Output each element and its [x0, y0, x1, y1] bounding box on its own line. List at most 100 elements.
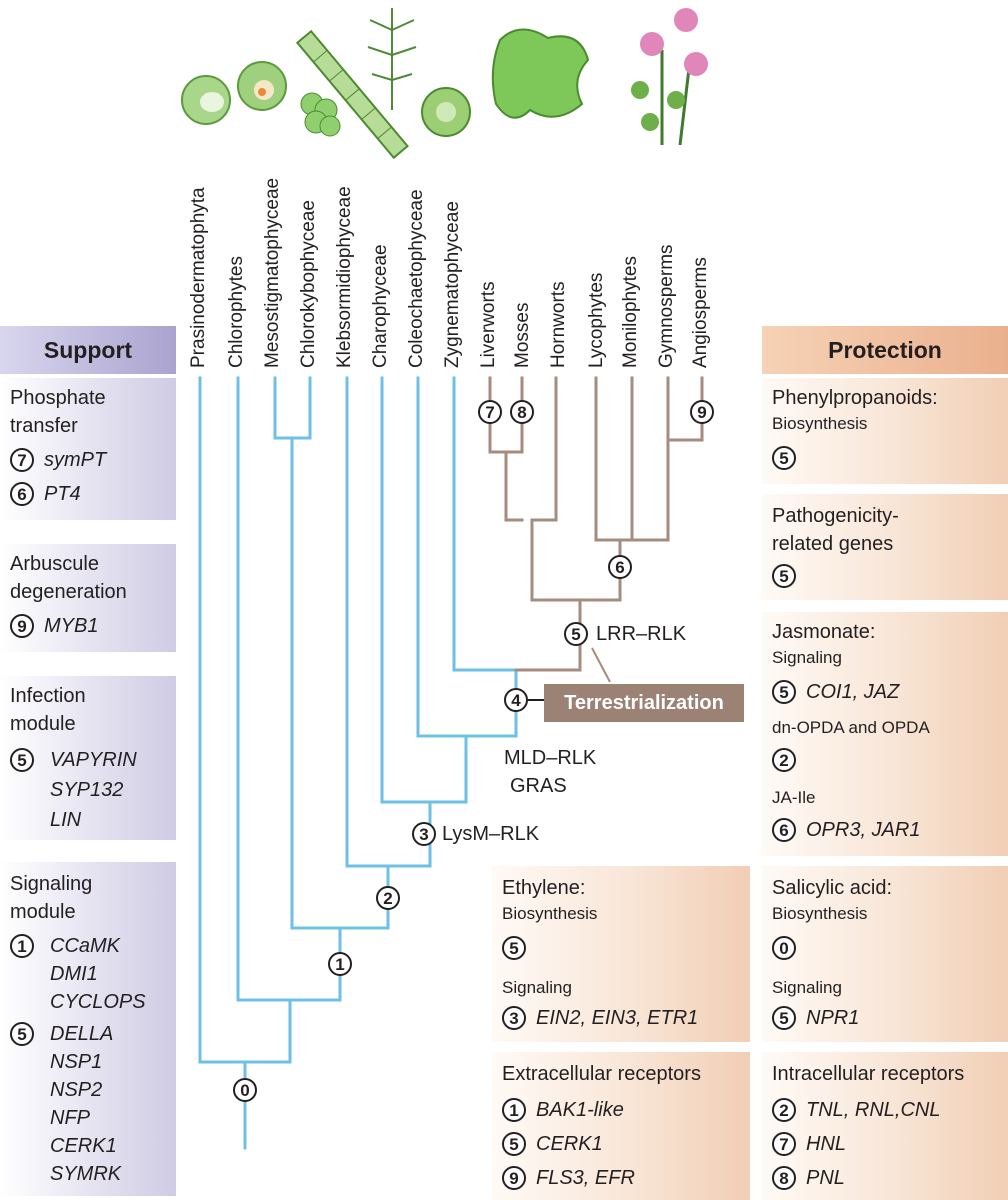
jasmonate-sub-2: dn-OPDA and OPDA [772, 718, 930, 737]
jasmonate-sub-1: Signaling [772, 648, 842, 667]
arbuscule-gene-1: MYB1 [44, 615, 99, 637]
chlorophytes-branch [236, 376, 342, 1002]
taxon-mosses: Mosses [512, 302, 533, 368]
mesostigma-chlorokybus-branch [273, 376, 390, 930]
node-4-label-2: GRAS [510, 775, 567, 797]
phenyl-num-1: 5 [772, 446, 796, 470]
signaling-num-1: 1 [10, 934, 34, 958]
intracellular-num-3: 8 [772, 1166, 796, 1190]
salicylic-num-2: 5 [772, 1006, 796, 1030]
phosphate-num-2: 6 [10, 482, 34, 506]
infection-gene: SYP132 [50, 779, 124, 801]
jasmonate-sub-3: JA-Ile [772, 788, 816, 807]
ethylene-title: Ethylene: [502, 877, 586, 899]
ethylene-num-2: 3 [502, 1006, 526, 1030]
intracellular-title: Intracellular receptors [772, 1063, 965, 1085]
taxon-prasinodermatophyta: Prasinodermatophyta [188, 187, 209, 368]
signaling-gene: SYMRK [50, 1163, 122, 1185]
coleochaete-branch [416, 376, 518, 738]
phosphate-gene-2: PT4 [44, 483, 81, 505]
phosphate-transfer-panel: Phosphate transfer 7 symPT 6 PT4 [0, 378, 176, 520]
ethylene-sub-1: Biosynthesis [502, 904, 598, 923]
pathogen-title-1: Pathogenicity- [772, 505, 899, 527]
terrestrialization-arrow [591, 647, 611, 683]
infection-num-1: 5 [10, 748, 34, 772]
taxon-chlorophytes: Chlorophytes [226, 256, 247, 368]
klebsormidium-branch [345, 376, 432, 868]
extracellular-num-1: 1 [502, 1098, 526, 1122]
taxon-liverworts: Liverworts [478, 281, 499, 368]
liverworts-node: 7 [478, 400, 502, 424]
taxon-chlorokybophyceae: Chlorokybophyceae [298, 200, 319, 368]
extracellular-receptors-panel: Extracellular receptors 1 BAK1-like 5 CE… [492, 1052, 750, 1200]
taxon-mesostigmatophyceae: Mesostigmatophyceae [262, 177, 283, 368]
chlorokybus-cluster-icon [300, 92, 341, 137]
node-3: 3 [412, 822, 436, 846]
taxon-charophyceae: Charophyceae [370, 244, 391, 368]
node-2: 2 [376, 886, 400, 910]
intracellular-gene-1: TNL, RNL,CNL [806, 1099, 941, 1121]
jasmonate-num-1: 5 [772, 680, 796, 704]
signaling-gene: DELLA [50, 1023, 114, 1045]
phenylpropanoids-panel: Phenylpropanoids: Biosynthesis 5 [762, 378, 1008, 484]
infection-title-2: module [10, 713, 76, 735]
phosphate-title-1: Phosphate [10, 387, 106, 409]
arbuscule-title-2: degeneration [10, 581, 127, 603]
pathogen-num-1: 5 [772, 564, 796, 588]
zygnema-branch [452, 376, 518, 672]
signaling-gene: NFP [50, 1107, 90, 1129]
signaling-gene: DMI1 [50, 963, 98, 985]
ethylene-sub-2: Signaling [502, 978, 572, 997]
infection-module-panel: Infection module 5 VAPYRIN SYP132 LIN [0, 676, 176, 840]
land-plant-branches [488, 376, 704, 672]
prasinodermatophyta-branch [198, 376, 292, 1064]
salicylic-sub-1: Biosynthesis [772, 904, 868, 923]
node-5-label: LRR–RLK [596, 623, 687, 645]
terrestrialization-label: Terrestrialization [544, 684, 744, 722]
salicylic-title: Salicylic acid: [772, 877, 893, 899]
extracellular-title: Extracellular receptors [502, 1063, 701, 1085]
protection-header: Protection [762, 326, 1008, 374]
support-header: Support [0, 326, 176, 374]
infection-title-1: Infection [10, 685, 86, 707]
node-5: 5 [564, 622, 588, 646]
phenyl-sub: Biosynthesis [772, 414, 868, 433]
extracellular-gene-2: CERK1 [536, 1133, 603, 1155]
salicylic-acid-panel: Salicylic acid: Biosynthesis 0 Signaling… [762, 866, 1008, 1042]
arbuscule-num-1: 9 [10, 614, 34, 638]
signaling-gene: NSP1 [50, 1051, 103, 1073]
node-3-label: LysM–RLK [442, 823, 540, 845]
node-4: 4 [504, 688, 528, 712]
infection-gene: VAPYRIN [50, 749, 137, 771]
pathogenicity-panel: Pathogenicity- related genes 5 [762, 494, 1008, 600]
jasmonate-gene-3: OPR3, JAR1 [806, 819, 921, 841]
mosses-node: 8 [510, 400, 534, 424]
chara-plant-icon [367, 8, 417, 110]
taxon-zygnematophyceae: Zygnematophyceae [442, 201, 463, 368]
extracellular-gene-3: FLS3, EFR [536, 1167, 635, 1189]
signaling-gene: CCaMK [50, 935, 121, 957]
ethylene-gene-2: EIN2, EIN3, ETR1 [536, 1007, 699, 1029]
ethylene-num-1: 5 [502, 936, 526, 960]
coleochaete-disc-icon [421, 87, 471, 137]
phosphate-title-2: transfer [10, 415, 78, 437]
signaling-gene: CYCLOPS [50, 991, 146, 1013]
intracellular-gene-3: PNL [806, 1167, 845, 1189]
node-6: 6 [608, 555, 632, 579]
jasmonate-num-2: 2 [772, 748, 796, 772]
jasmonate-title: Jasmonate: [772, 621, 876, 643]
phenyl-title: Phenylpropanoids: [772, 387, 938, 409]
signaling-gene: NSP2 [50, 1079, 103, 1101]
taxon-monilophytes: Monilophytes [620, 256, 641, 368]
taxon-hornworts: Hornworts [548, 281, 569, 368]
ethylene-panel: Ethylene: Biosynthesis 5 Signaling 3 EIN… [492, 866, 750, 1042]
taxon-gymnosperms: Gymnosperms [656, 244, 677, 368]
jasmonate-gene-1: COI1, JAZ [806, 681, 900, 703]
taxon-angiosperms: Angiosperms [690, 257, 711, 368]
intracellular-num-2: 7 [772, 1132, 796, 1156]
angiosperms-node: 9 [690, 400, 714, 424]
taxon-klebsormidiophyceae: Klebsormidiophyceae [334, 186, 355, 368]
chara-branch [380, 376, 468, 804]
salicylic-sub-2: Signaling [772, 978, 842, 997]
